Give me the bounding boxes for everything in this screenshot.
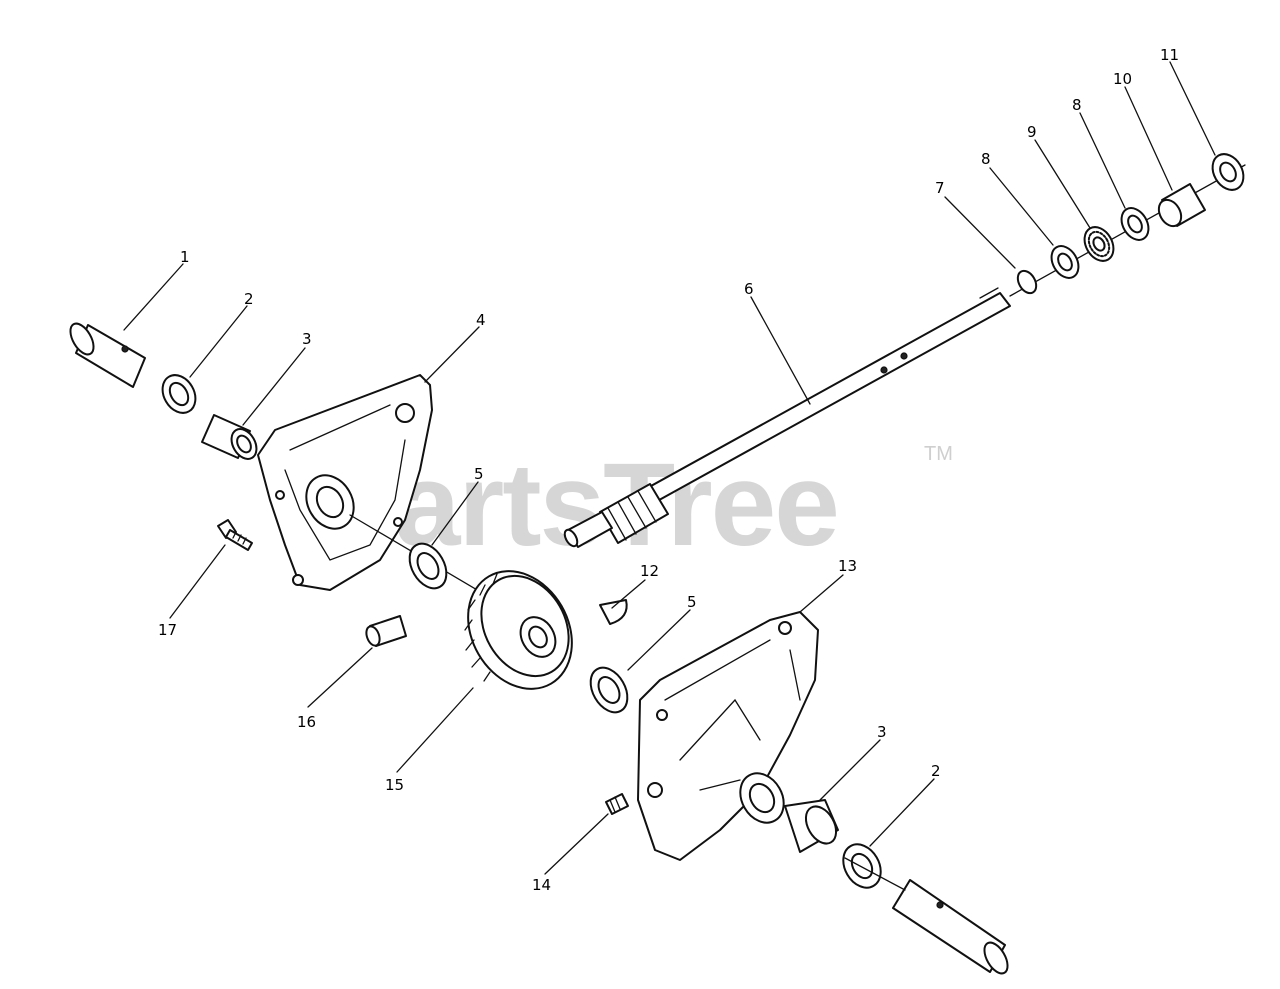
part-washer-8b xyxy=(1120,207,1150,241)
part-bushing-3a xyxy=(201,414,258,460)
callout-3b: 3 xyxy=(877,723,887,741)
part-clip-7 xyxy=(1016,269,1038,295)
callout-labels: 1 2 3 4 5 6 7 8 9 8 10 11 12 5 13 3 2 17… xyxy=(158,46,1179,894)
part-washer-11 xyxy=(1211,153,1245,191)
callout-7: 7 xyxy=(935,179,945,197)
part-washer-5b xyxy=(589,666,629,714)
part-gear xyxy=(464,570,573,690)
callout-3a: 3 xyxy=(302,330,312,348)
callout-17: 17 xyxy=(158,621,177,639)
part-tube-left xyxy=(69,322,146,388)
part-shaft xyxy=(563,164,1246,548)
callout-9: 9 xyxy=(1027,123,1037,141)
callout-13: 13 xyxy=(838,557,857,575)
callout-6: 6 xyxy=(744,280,754,298)
callout-12: 12 xyxy=(640,562,659,580)
part-bearing-9 xyxy=(1083,226,1115,262)
callout-5b: 5 xyxy=(687,593,697,611)
callout-8a: 8 xyxy=(981,150,991,168)
part-washer-2b xyxy=(842,843,882,889)
callout-11: 11 xyxy=(1160,46,1179,64)
callout-2b: 2 xyxy=(931,762,941,780)
callout-14: 14 xyxy=(532,876,551,894)
callout-8b: 8 xyxy=(1072,96,1082,114)
part-bushing-3b xyxy=(784,799,839,853)
watermark-trademark: TM xyxy=(924,443,953,465)
callout-10: 10 xyxy=(1113,70,1132,88)
callout-1: 1 xyxy=(180,248,190,266)
part-washer-5a xyxy=(408,542,448,590)
callout-16: 16 xyxy=(297,713,316,731)
callout-4: 4 xyxy=(476,311,486,329)
part-housing-left xyxy=(257,374,546,631)
part-housing-right xyxy=(637,611,819,861)
callout-5a: 5 xyxy=(474,465,484,483)
part-bushing-10 xyxy=(1157,183,1206,228)
part-tube-right xyxy=(844,857,1009,975)
part-washer-2a xyxy=(161,374,197,414)
callout-2a: 2 xyxy=(244,290,254,308)
leader-lines xyxy=(123,61,1216,875)
part-washer-8a xyxy=(1050,245,1080,279)
callout-15: 15 xyxy=(385,776,404,794)
part-set-screw xyxy=(605,793,629,815)
part-spacer xyxy=(365,615,407,647)
part-bolt xyxy=(217,519,253,551)
part-key xyxy=(599,599,628,625)
